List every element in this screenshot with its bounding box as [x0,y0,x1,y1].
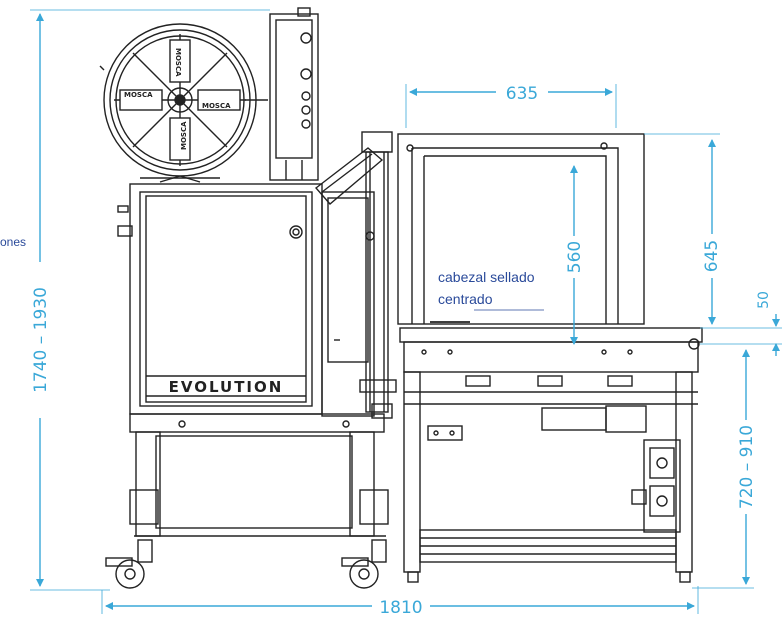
caster-wheels [105,539,387,589]
reel-label-right: MOSCA [202,102,231,110]
reel-label-bottom: MOSCA [180,121,188,150]
table-control-box [631,439,681,533]
dim-total-width: 1810 [379,598,422,618]
dim-arch-width: 635 [506,84,538,104]
dim-arch-inner-height: 560 [565,241,585,273]
head-column [359,131,397,419]
conveyor-table [399,327,703,405]
arch-inner-height-bg [562,236,584,278]
brand-label: EVOLUTION [169,378,284,396]
table-height-bg [736,420,756,514]
arch-width-bg [496,82,548,102]
feed-chute [314,147,384,205]
dim-arch-outer-height: 645 [702,240,722,272]
dim-table-offset: 50 [756,291,772,309]
total-height-bg [30,262,50,418]
motor-units [427,405,647,441]
table-frame [403,371,693,583]
strapping-arch [397,133,645,325]
base-frame [129,413,389,537]
head-note-line2: centrado [438,291,493,307]
dim-total-height: 1740 – 1930 [31,287,51,393]
total-width-bg [372,596,430,616]
head-note-line1: cabezal sellado [438,269,535,285]
machine-linework [99,7,703,589]
reel-label-top: MOSCA [174,48,182,77]
side-note-partial: ones [0,235,26,249]
reel-label-left: MOSCA [124,91,153,99]
dim-table-height: 720 – 910 [737,425,757,509]
reel-labels: MOSCA MOSCA MOSCA MOSCA [124,48,231,150]
arch-outer-height-bg [700,234,722,278]
strap-reel [99,23,257,183]
control-column [269,7,319,181]
